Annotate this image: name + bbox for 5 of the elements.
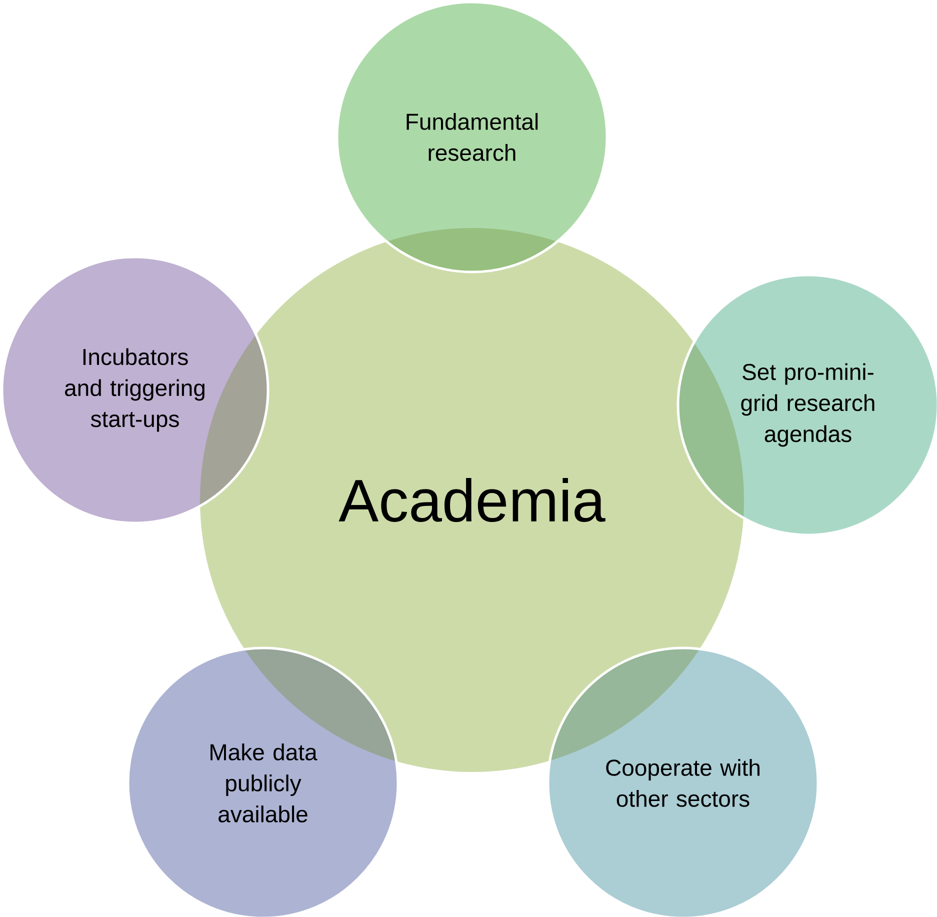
circle-bubble: Set pro-mini-grid research agendas	[676, 274, 937, 536]
circle-bubble: Make data publicly available	[126, 646, 400, 917]
circle-bubble: Fundamental research	[336, 0, 608, 274]
circle-bubble: Cooperate with other sectors	[546, 646, 820, 917]
circle-bubble: Incubators and triggering start-ups	[0, 256, 270, 524]
